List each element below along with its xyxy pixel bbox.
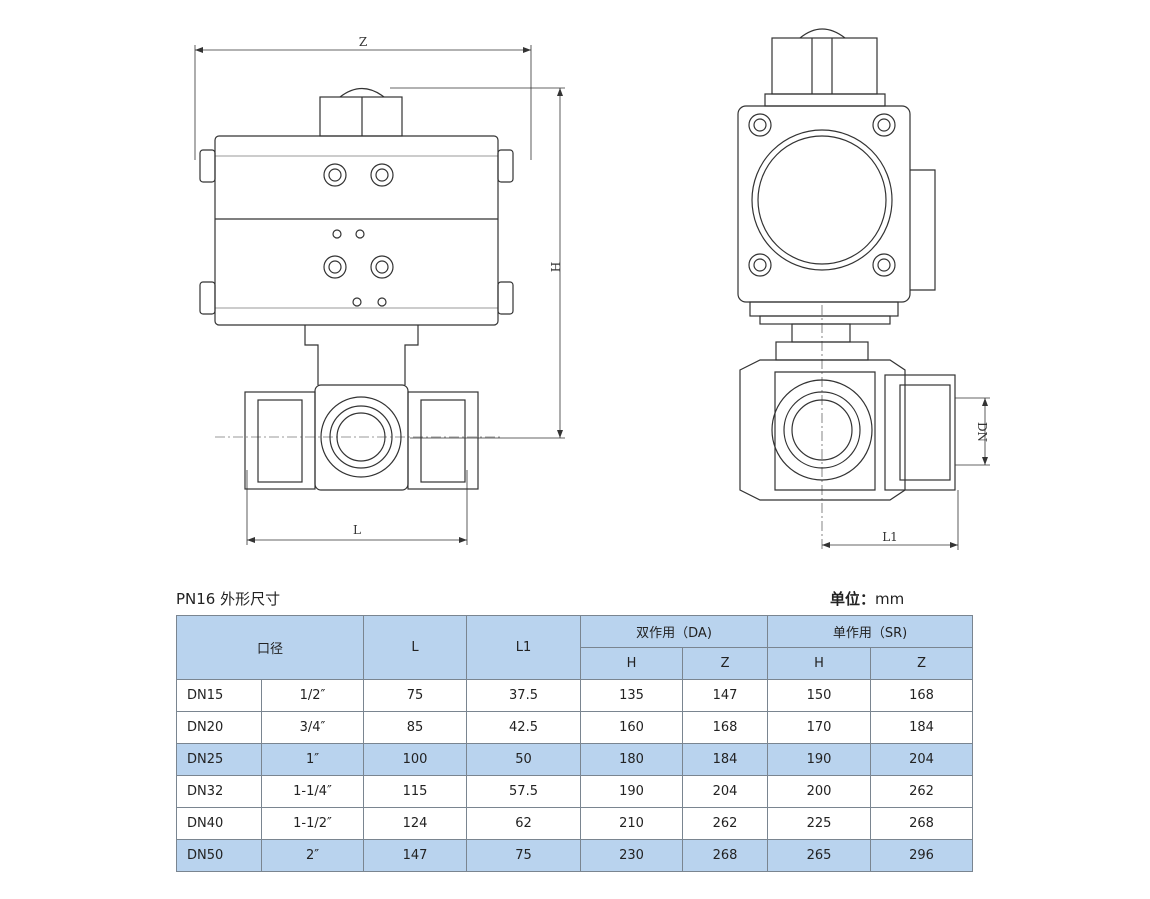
table-row: DN50 2″ 147 75 230 268 265 296 bbox=[176, 839, 974, 872]
side-view bbox=[737, 28, 990, 550]
header-l: L bbox=[363, 615, 468, 680]
cell-sr-h: 190 bbox=[767, 743, 872, 776]
valve-drawing: Z H L DN L1 bbox=[194, 28, 990, 550]
cell-inch: 2″ bbox=[260, 839, 365, 872]
cell-l1: 37.5 bbox=[466, 679, 582, 712]
front-view bbox=[194, 45, 565, 545]
cell-inch: 1-1/2″ bbox=[260, 807, 365, 840]
header-double-acting: 双作用（DA) bbox=[580, 615, 769, 648]
cell-da-h: 230 bbox=[580, 839, 684, 872]
cell-sr-z: 168 bbox=[870, 679, 974, 712]
header-single-acting: 单作用（SR) bbox=[767, 615, 974, 648]
dim-l1-label: L1 bbox=[882, 530, 898, 544]
cell-da-h: 190 bbox=[580, 775, 684, 808]
cell-inch: 1-1/4″ bbox=[260, 775, 365, 808]
cell-l: 115 bbox=[363, 775, 468, 808]
cell-dn: DN50 bbox=[176, 839, 262, 872]
cell-l1: 42.5 bbox=[466, 711, 582, 744]
cell-dn: DN20 bbox=[176, 711, 262, 744]
cell-dn: DN15 bbox=[176, 679, 262, 712]
cell-l: 100 bbox=[363, 743, 468, 776]
cell-sr-z: 184 bbox=[870, 711, 974, 744]
dim-dn-label: DN bbox=[975, 422, 989, 442]
cell-da-z: 168 bbox=[682, 711, 769, 744]
cell-dn: DN25 bbox=[176, 743, 262, 776]
table-row: DN15 1/2″ 75 37.5 135 147 150 168 bbox=[176, 679, 974, 712]
cell-sr-h: 225 bbox=[767, 807, 872, 840]
cell-sr-h: 150 bbox=[767, 679, 872, 712]
dim-h-label: H bbox=[548, 262, 562, 272]
unit-value: mm bbox=[875, 590, 905, 608]
cell-sr-h: 200 bbox=[767, 775, 872, 808]
cell-l: 85 bbox=[363, 711, 468, 744]
header-sr-z: Z bbox=[870, 647, 974, 680]
cell-l1: 62 bbox=[466, 807, 582, 840]
cell-inch: 1/2″ bbox=[260, 679, 365, 712]
cell-da-z: 262 bbox=[682, 807, 769, 840]
cell-sr-h: 170 bbox=[767, 711, 872, 744]
cell-l: 124 bbox=[363, 807, 468, 840]
cell-sr-h: 265 bbox=[767, 839, 872, 872]
cell-sr-z: 296 bbox=[870, 839, 974, 872]
cell-l1: 50 bbox=[466, 743, 582, 776]
table-row: DN40 1-1/2″ 124 62 210 262 225 268 bbox=[176, 807, 974, 840]
header-da-h: H bbox=[580, 647, 684, 680]
cell-l1: 75 bbox=[466, 839, 582, 872]
cell-da-z: 184 bbox=[682, 743, 769, 776]
cell-sr-z: 204 bbox=[870, 743, 974, 776]
cell-dn: DN32 bbox=[176, 775, 262, 808]
table-row: DN20 3/4″ 85 42.5 160 168 170 184 bbox=[176, 711, 974, 744]
cell-da-h: 160 bbox=[580, 711, 684, 744]
header-sr-h: H bbox=[767, 647, 872, 680]
cell-da-h: 210 bbox=[580, 807, 684, 840]
dim-z-label: Z bbox=[359, 35, 367, 49]
table-title: PN16 外形尺寸 bbox=[176, 590, 281, 608]
cell-l1: 57.5 bbox=[466, 775, 582, 808]
cell-l: 75 bbox=[363, 679, 468, 712]
cell-dn: DN40 bbox=[176, 807, 262, 840]
cell-sr-z: 268 bbox=[870, 807, 974, 840]
dimension-table: 口径 L L1 双作用（DA) 单作用（SR) H Z H Z DN15 1/2… bbox=[175, 615, 974, 872]
header-da-z: Z bbox=[682, 647, 769, 680]
cell-inch: 3/4″ bbox=[260, 711, 365, 744]
unit-caption: 单位：mm bbox=[830, 588, 904, 609]
cell-l: 147 bbox=[363, 839, 468, 872]
header-l1: L1 bbox=[466, 615, 582, 680]
dim-l-label: L bbox=[353, 523, 361, 537]
cell-da-h: 135 bbox=[580, 679, 684, 712]
cell-da-z: 268 bbox=[682, 839, 769, 872]
cell-da-h: 180 bbox=[580, 743, 684, 776]
cell-inch: 1″ bbox=[260, 743, 365, 776]
cell-da-z: 204 bbox=[682, 775, 769, 808]
table-row: DN25 1″ 100 50 180 184 190 204 bbox=[176, 743, 974, 776]
table-row: DN32 1-1/4″ 115 57.5 190 204 200 262 bbox=[176, 775, 974, 808]
cell-da-z: 147 bbox=[682, 679, 769, 712]
cell-sr-z: 262 bbox=[870, 775, 974, 808]
header-bore: 口径 bbox=[175, 615, 365, 680]
unit-label: 单位： bbox=[830, 590, 876, 608]
